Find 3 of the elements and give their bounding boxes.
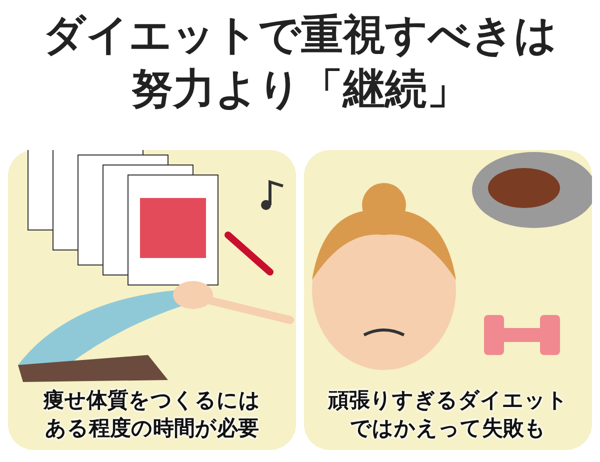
caption: 痩せ体質をつくるにはある程度の時間が必要: [42, 387, 262, 442]
headline: ダイエットで重視すべきは努力より「継続」: [42, 9, 558, 115]
caption: 頑張りすぎるダイエットではかえって失敗も: [326, 387, 569, 442]
